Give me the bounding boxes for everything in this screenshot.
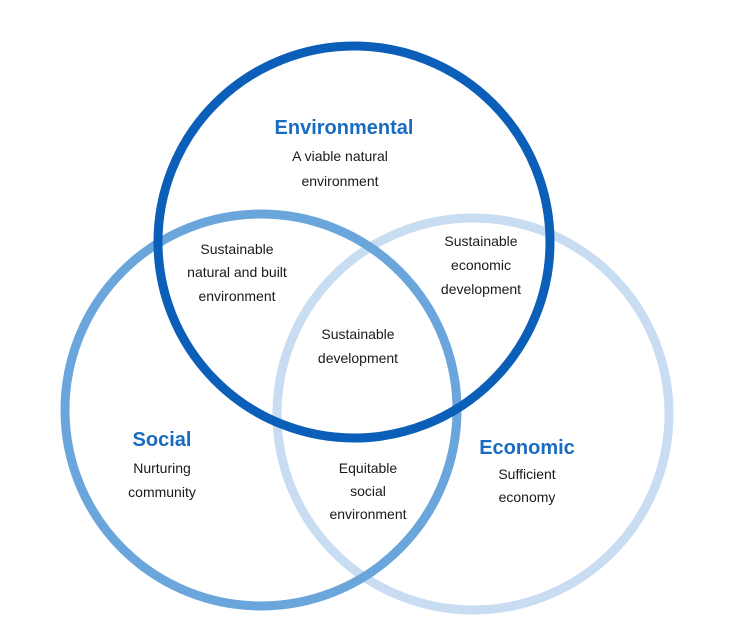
economic-desc-line1: Sufficient <box>498 466 555 482</box>
overlap-soc-eco-line2: social <box>350 483 386 499</box>
social-desc-line2: community <box>128 484 196 500</box>
economic-circle <box>272 213 674 615</box>
overlap-soc-eco-line3: environment <box>329 506 406 522</box>
environmental-title: Environmental <box>275 117 414 139</box>
overlap-env-soc-line3: environment <box>198 288 275 304</box>
overlap-env-eco-line3: development <box>441 281 521 297</box>
social-desc-line1: Nurturing <box>133 460 191 476</box>
environmental-label-group: Environmental A viable natural environme… <box>275 117 414 189</box>
overlap-center: Sustainable development <box>318 326 398 366</box>
overlap-env-soc-line2: natural and built <box>187 264 287 280</box>
overlap-env-soc: Sustainable natural and built environmen… <box>187 241 287 304</box>
economic-desc-line2: economy <box>499 489 556 505</box>
overlap-soc-eco: Equitable social environment <box>329 460 406 522</box>
environmental-desc-line1: A viable natural <box>292 148 388 164</box>
overlap-soc-eco-line1: Equitable <box>339 460 398 476</box>
center-line2: development <box>318 350 398 366</box>
overlap-env-eco-line2: economic <box>451 257 511 273</box>
overlap-env-eco: Sustainable economic development <box>441 233 521 297</box>
environmental-desc-line2: environment <box>301 173 378 189</box>
center-line1: Sustainable <box>321 326 394 342</box>
social-title: Social <box>133 429 192 451</box>
overlap-env-soc-line1: Sustainable <box>200 241 273 257</box>
environmental-circle <box>153 41 555 443</box>
overlap-env-eco-line1: Sustainable <box>444 233 517 249</box>
economic-title: Economic <box>479 437 575 459</box>
social-label-group: Social Nurturing community <box>128 429 196 500</box>
economic-label-group: Economic Sufficient economy <box>479 437 575 505</box>
